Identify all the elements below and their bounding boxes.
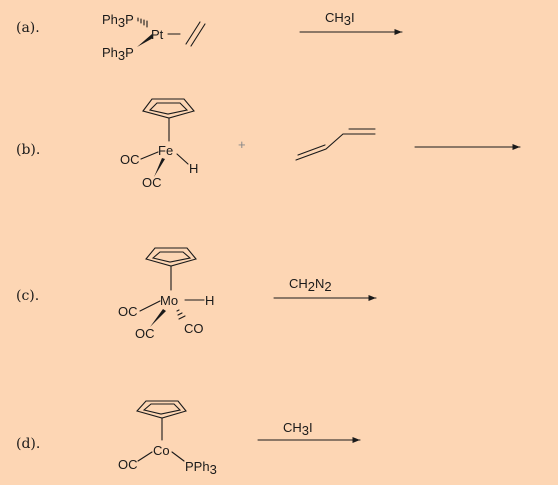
fe-co-wedge [154,158,165,177]
reaction-a-reagent: CH3I [325,10,355,28]
co-carbonyl-bond [137,451,153,462]
reaction-d: Co OC PPh3 CH3I [118,400,361,477]
co-pph3-bond [171,451,185,462]
pt-metal: Pt [151,27,164,42]
cyclopentadienyl-ring-b [142,98,195,119]
co-ligand-c3: CO [184,321,204,336]
fe-co-bond-1 [140,151,159,160]
hydride-ligand: H [189,161,198,176]
carbonyl-ligand-d: OC [118,457,138,472]
reaction-d-reagent: CH3I [283,420,313,438]
mo-co-wedge [150,309,166,327]
reaction-b-label: (b). [16,142,41,158]
fe-metal: Fe [158,143,173,158]
co-ligand-c1: OC [118,304,138,319]
hydride-ligand-c: H [205,293,214,308]
reaction-a-label: (a). [16,20,40,36]
butadiene-molecule [295,128,376,161]
mo-co-bond-1 [139,300,161,312]
co-ligand-c2: OC [135,326,155,341]
hashed-bond-top [137,17,148,28]
ph3p-ligand-bottom: Ph3P [102,45,134,63]
reaction-c-reagent: CH2N2 [289,276,332,294]
ethylene-bond-2 [190,23,206,47]
co-ligand-1: OC [120,152,140,167]
reaction-b: Fe OC OC H + [120,98,521,190]
pph3-ligand: PPh3 [185,459,217,477]
reaction-c: Mo OC OC CO H CH2N2 [118,247,377,341]
plus-sign: + [238,137,246,152]
reaction-c-label: (c). [16,288,40,304]
ethylene-bond-1 [185,21,201,45]
reaction-a: Ph3P Ph3P Pt CH3I [102,10,403,63]
reaction-d-label: (d). [16,436,41,452]
cyclopentadienyl-ring-d [135,400,187,419]
ph3p-ligand-top: Ph3P [102,12,134,30]
mo-metal: Mo [160,293,178,308]
cyclopentadienyl-ring-c [145,247,197,267]
mo-co-hashed-bond [176,309,186,320]
co-metal: Co [153,443,170,458]
fe-h-bond [176,153,189,165]
wedge-bond-bottom [137,34,153,47]
co-ligand-2: OC [142,175,162,190]
